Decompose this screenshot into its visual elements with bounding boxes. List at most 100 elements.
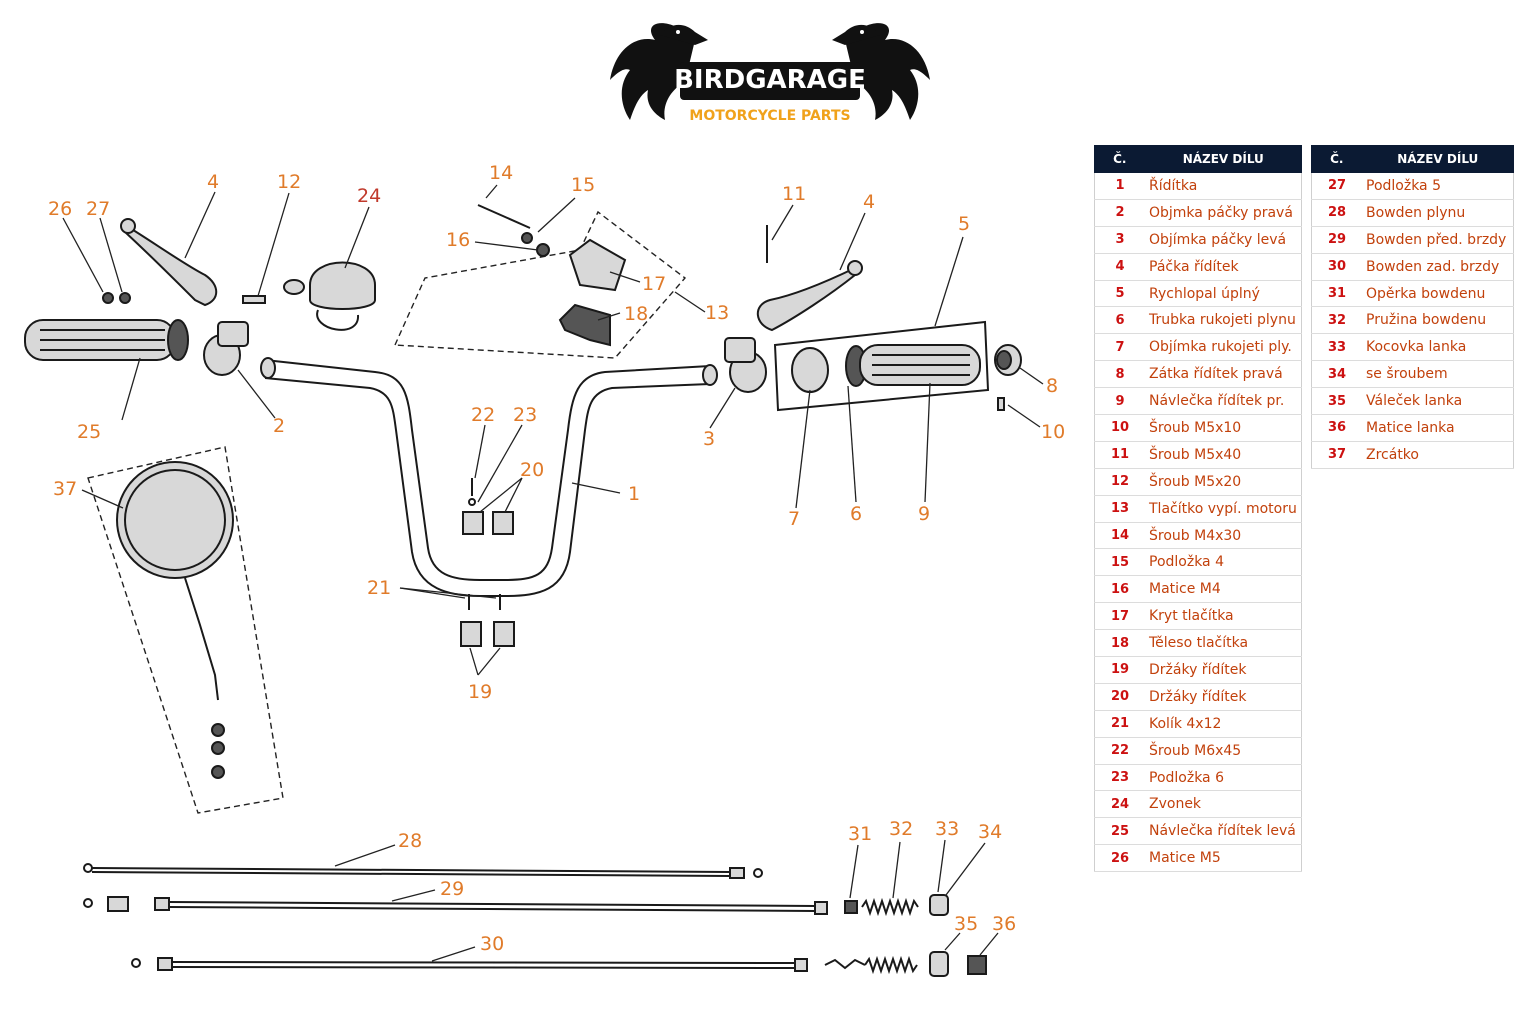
handlebar-exploded-diagram: 1 2 3 4 4 5 6 7 8 9 10 11 12 13 14 15 16… — [24, 162, 1065, 977]
part-name: Tlačítko vypí. motoru — [1145, 495, 1302, 523]
handlebar-clamps-upper — [462, 511, 514, 535]
callout-19: 19 — [468, 681, 492, 703]
header-name: NÁZEV DÍLU — [1361, 145, 1514, 173]
callout-18: 18 — [624, 303, 648, 325]
part-number: 13 — [1094, 495, 1145, 523]
eagle-left-icon — [610, 23, 708, 120]
part-name: Bowden před. brzdy — [1362, 226, 1514, 254]
part-number: 14 — [1094, 522, 1145, 550]
part-number: 26 — [1094, 844, 1145, 873]
part-name: Kolík 4x12 — [1145, 710, 1302, 738]
callout-29: 29 — [440, 878, 464, 900]
callout-11: 11 — [782, 183, 806, 205]
part-number: 11 — [1094, 441, 1145, 469]
part-number: 35 — [1311, 387, 1362, 416]
part-number: 29 — [1311, 226, 1362, 254]
callout-32: 32 — [889, 818, 913, 840]
front-brake-cable — [83, 894, 949, 917]
part-name: Držáky řídítek — [1145, 656, 1302, 684]
washer-5 — [119, 292, 131, 304]
callout-9: 9 — [918, 503, 930, 525]
part-name: Opěrka bowdenu — [1362, 280, 1514, 308]
callout-37: 37 — [53, 478, 77, 500]
part-number: 27 — [1311, 172, 1362, 200]
lever-left — [124, 223, 218, 307]
part-number: 18 — [1094, 629, 1145, 658]
part-number: 32 — [1311, 306, 1362, 335]
part-number: 23 — [1094, 764, 1145, 792]
callout-12: 12 — [277, 171, 301, 193]
part-name: Rychlopal úplný — [1145, 280, 1302, 308]
part-name: Návlečka řídítek pr. — [1145, 387, 1302, 416]
button-cover — [568, 238, 627, 292]
callout-8: 8 — [1046, 375, 1058, 397]
part-number: 1 — [1094, 172, 1145, 200]
part-name: Podložka 6 — [1145, 764, 1302, 792]
part-name: Šroub M4x30 — [1145, 522, 1302, 550]
part-name: Objímka páčky levá — [1145, 226, 1302, 254]
cable-roller — [929, 951, 949, 977]
cable-adjuster — [929, 894, 949, 916]
nut-m4 — [536, 243, 550, 257]
callout-1: 1 — [628, 483, 640, 505]
throttle-cable — [83, 863, 763, 879]
part-number: 19 — [1094, 656, 1145, 684]
callout-20: 20 — [520, 459, 544, 481]
part-name: Objmka páčky pravá — [1145, 199, 1302, 227]
part-name: Šroub M5x10 — [1145, 414, 1302, 442]
part-name: Bowden zad. brzdy — [1362, 253, 1514, 281]
part-name: Trubka rukojeti plynu — [1145, 306, 1302, 335]
part-name: Kryt tlačítka — [1145, 602, 1302, 631]
part-number: 16 — [1094, 575, 1145, 604]
bell — [283, 261, 376, 331]
part-name: Šroub M5x40 — [1145, 441, 1302, 469]
callout-17: 17 — [642, 273, 666, 295]
callout-36: 36 — [992, 913, 1016, 935]
callout-27: 27 — [86, 198, 110, 220]
part-name: Podložka 4 — [1145, 548, 1302, 577]
callout-28: 28 — [398, 830, 422, 852]
table-header-row: Č. NÁZEV DÍLU — [1094, 145, 1302, 173]
part-number: 33 — [1311, 333, 1362, 362]
callout-4-right: 4 — [863, 191, 875, 213]
lever-right — [756, 266, 856, 332]
mirror — [116, 461, 234, 779]
leader-lines — [62, 184, 1044, 962]
logo-tagline: MOTORCYCLE PARTS — [689, 108, 850, 124]
callout-2: 2 — [273, 415, 285, 437]
callout-7: 7 — [788, 508, 800, 530]
rear-brake-cable — [131, 951, 987, 977]
callout-6: 6 — [850, 503, 862, 525]
part-number: 37 — [1311, 441, 1362, 469]
callout-23: 23 — [513, 404, 537, 426]
nut-m5 — [102, 292, 114, 304]
cable-nut — [967, 955, 987, 975]
part-number: 24 — [1094, 790, 1145, 819]
callout-10: 10 — [1041, 421, 1065, 443]
callout-4-left: 4 — [207, 171, 219, 193]
part-name: Řídítka — [1145, 172, 1302, 200]
callout-14: 14 — [489, 162, 513, 184]
